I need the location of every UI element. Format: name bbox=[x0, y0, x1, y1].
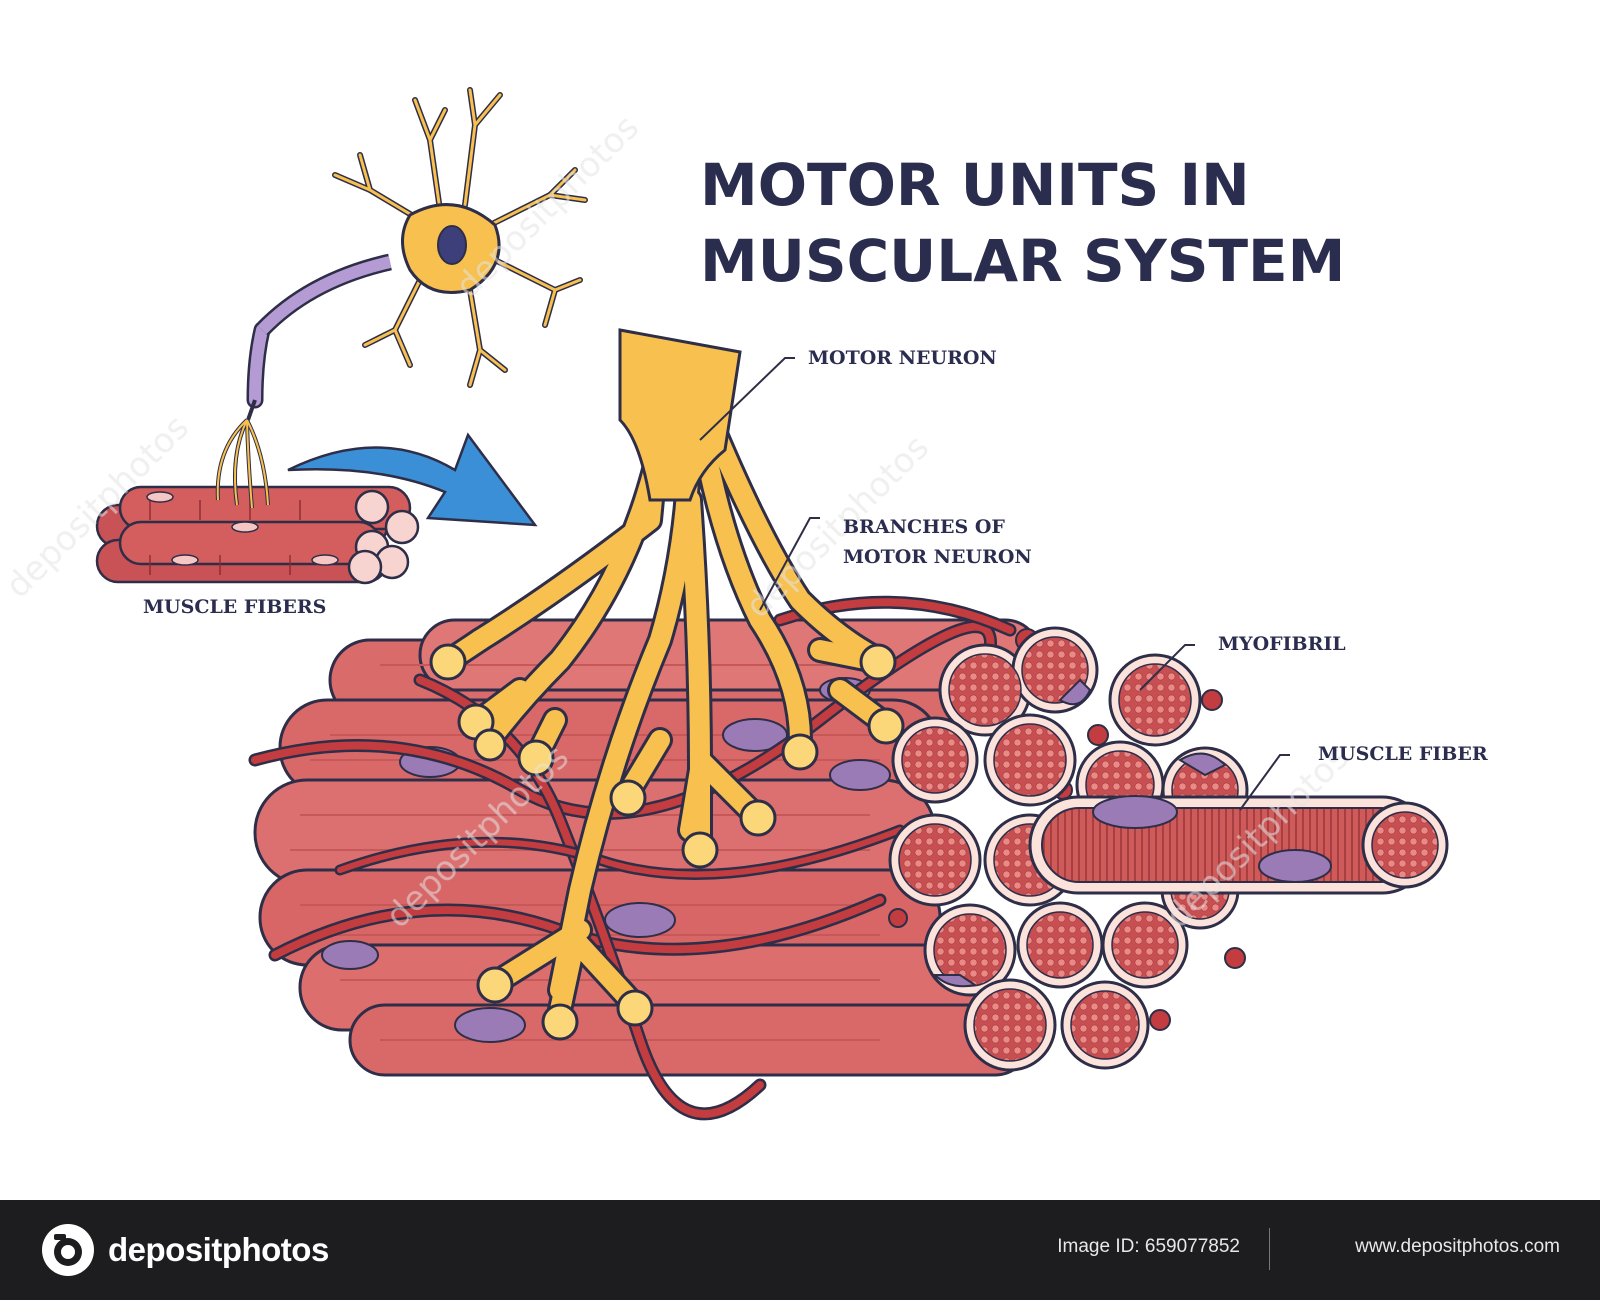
label-motor-neuron: MOTOR NEURON bbox=[808, 347, 997, 369]
diagram-canvas: MOTOR UNITS IN MUSCULAR SYSTEM bbox=[0, 87, 1488, 1121]
zoom-arrow bbox=[287, 432, 538, 527]
motor-neuron-illustration bbox=[429, 328, 905, 1041]
footer-divider bbox=[1269, 1228, 1270, 1270]
neuron-illustration bbox=[215, 87, 588, 509]
label-muscle-fibers: MUSCLE FIBERS bbox=[143, 596, 326, 618]
title-line-2: MUSCULAR SYSTEM bbox=[700, 227, 1345, 295]
single-muscle-fiber bbox=[1028, 795, 1449, 895]
brand-logo[interactable]: depositphotos bbox=[40, 1222, 329, 1278]
label-branches-line-1: BRANCHES OF bbox=[843, 516, 1005, 538]
website-link[interactable]: www.depositphotos.com bbox=[1355, 1236, 1560, 1257]
muscle-fibers-bundle-illustration bbox=[95, 485, 420, 585]
label-branches-line-2: MOTOR NEURON bbox=[843, 546, 1032, 568]
image-id: Image ID: 659077852 bbox=[1057, 1236, 1240, 1257]
label-myofibril: MYOFIBRIL bbox=[1218, 633, 1346, 655]
brand-name: depositphotos bbox=[108, 1231, 329, 1268]
label-muscle-fiber: MUSCLE FIBER bbox=[1318, 743, 1488, 765]
muscle-bundle-illustration bbox=[248, 595, 1449, 1121]
footer-bar: depositphotos Image ID: 659077852 www.de… bbox=[0, 1200, 1600, 1300]
camera-logo-icon bbox=[42, 1224, 94, 1276]
leader-lines bbox=[699, 357, 1290, 811]
watermark: depositphotos bbox=[448, 108, 647, 307]
title-line-1: MOTOR UNITS IN bbox=[700, 151, 1250, 219]
